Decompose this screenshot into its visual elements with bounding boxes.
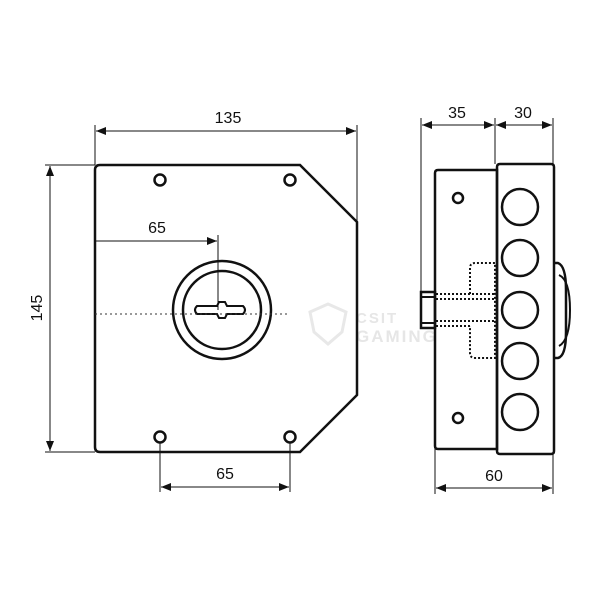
bolt-hole	[500, 341, 540, 381]
bolt-hole	[500, 290, 540, 330]
cylinder-inner	[181, 269, 263, 351]
dim-front-height: 145	[29, 295, 46, 322]
shield-icon	[308, 302, 348, 346]
side-case	[495, 162, 556, 456]
knob-inner	[558, 274, 572, 347]
dim-hole-spacing: 65	[216, 466, 234, 483]
knob	[554, 261, 568, 360]
bolt	[419, 290, 437, 330]
mount-hole	[283, 430, 297, 444]
dim-side-left: 35	[448, 105, 466, 122]
side-body	[433, 168, 499, 451]
dim-keyhole-offset: 65	[148, 220, 166, 237]
side-view	[419, 162, 572, 456]
dim-side-right: 30	[514, 105, 532, 122]
front-plate	[93, 163, 359, 454]
mount-hole	[153, 173, 167, 187]
hidden-lines	[436, 262, 496, 359]
dim-front-width: 135	[215, 110, 242, 127]
front-view	[93, 163, 359, 454]
cylinder-outer	[171, 259, 273, 361]
mount-hole	[451, 191, 465, 205]
keyhole	[194, 301, 246, 319]
watermark-line1: CSIT	[356, 310, 398, 327]
bolt-hole	[500, 187, 540, 227]
dim-side-total: 60	[485, 468, 503, 485]
side-dimensions	[420, 118, 554, 494]
mount-hole	[451, 411, 465, 425]
mount-hole	[153, 430, 167, 444]
bolt-hole	[500, 238, 540, 278]
mount-hole	[283, 173, 297, 187]
front-dimensions	[45, 125, 358, 492]
bolt-hole	[500, 392, 540, 432]
watermark: CSIT GAMING	[308, 302, 438, 346]
watermark-line2: GAMING	[356, 327, 438, 346]
